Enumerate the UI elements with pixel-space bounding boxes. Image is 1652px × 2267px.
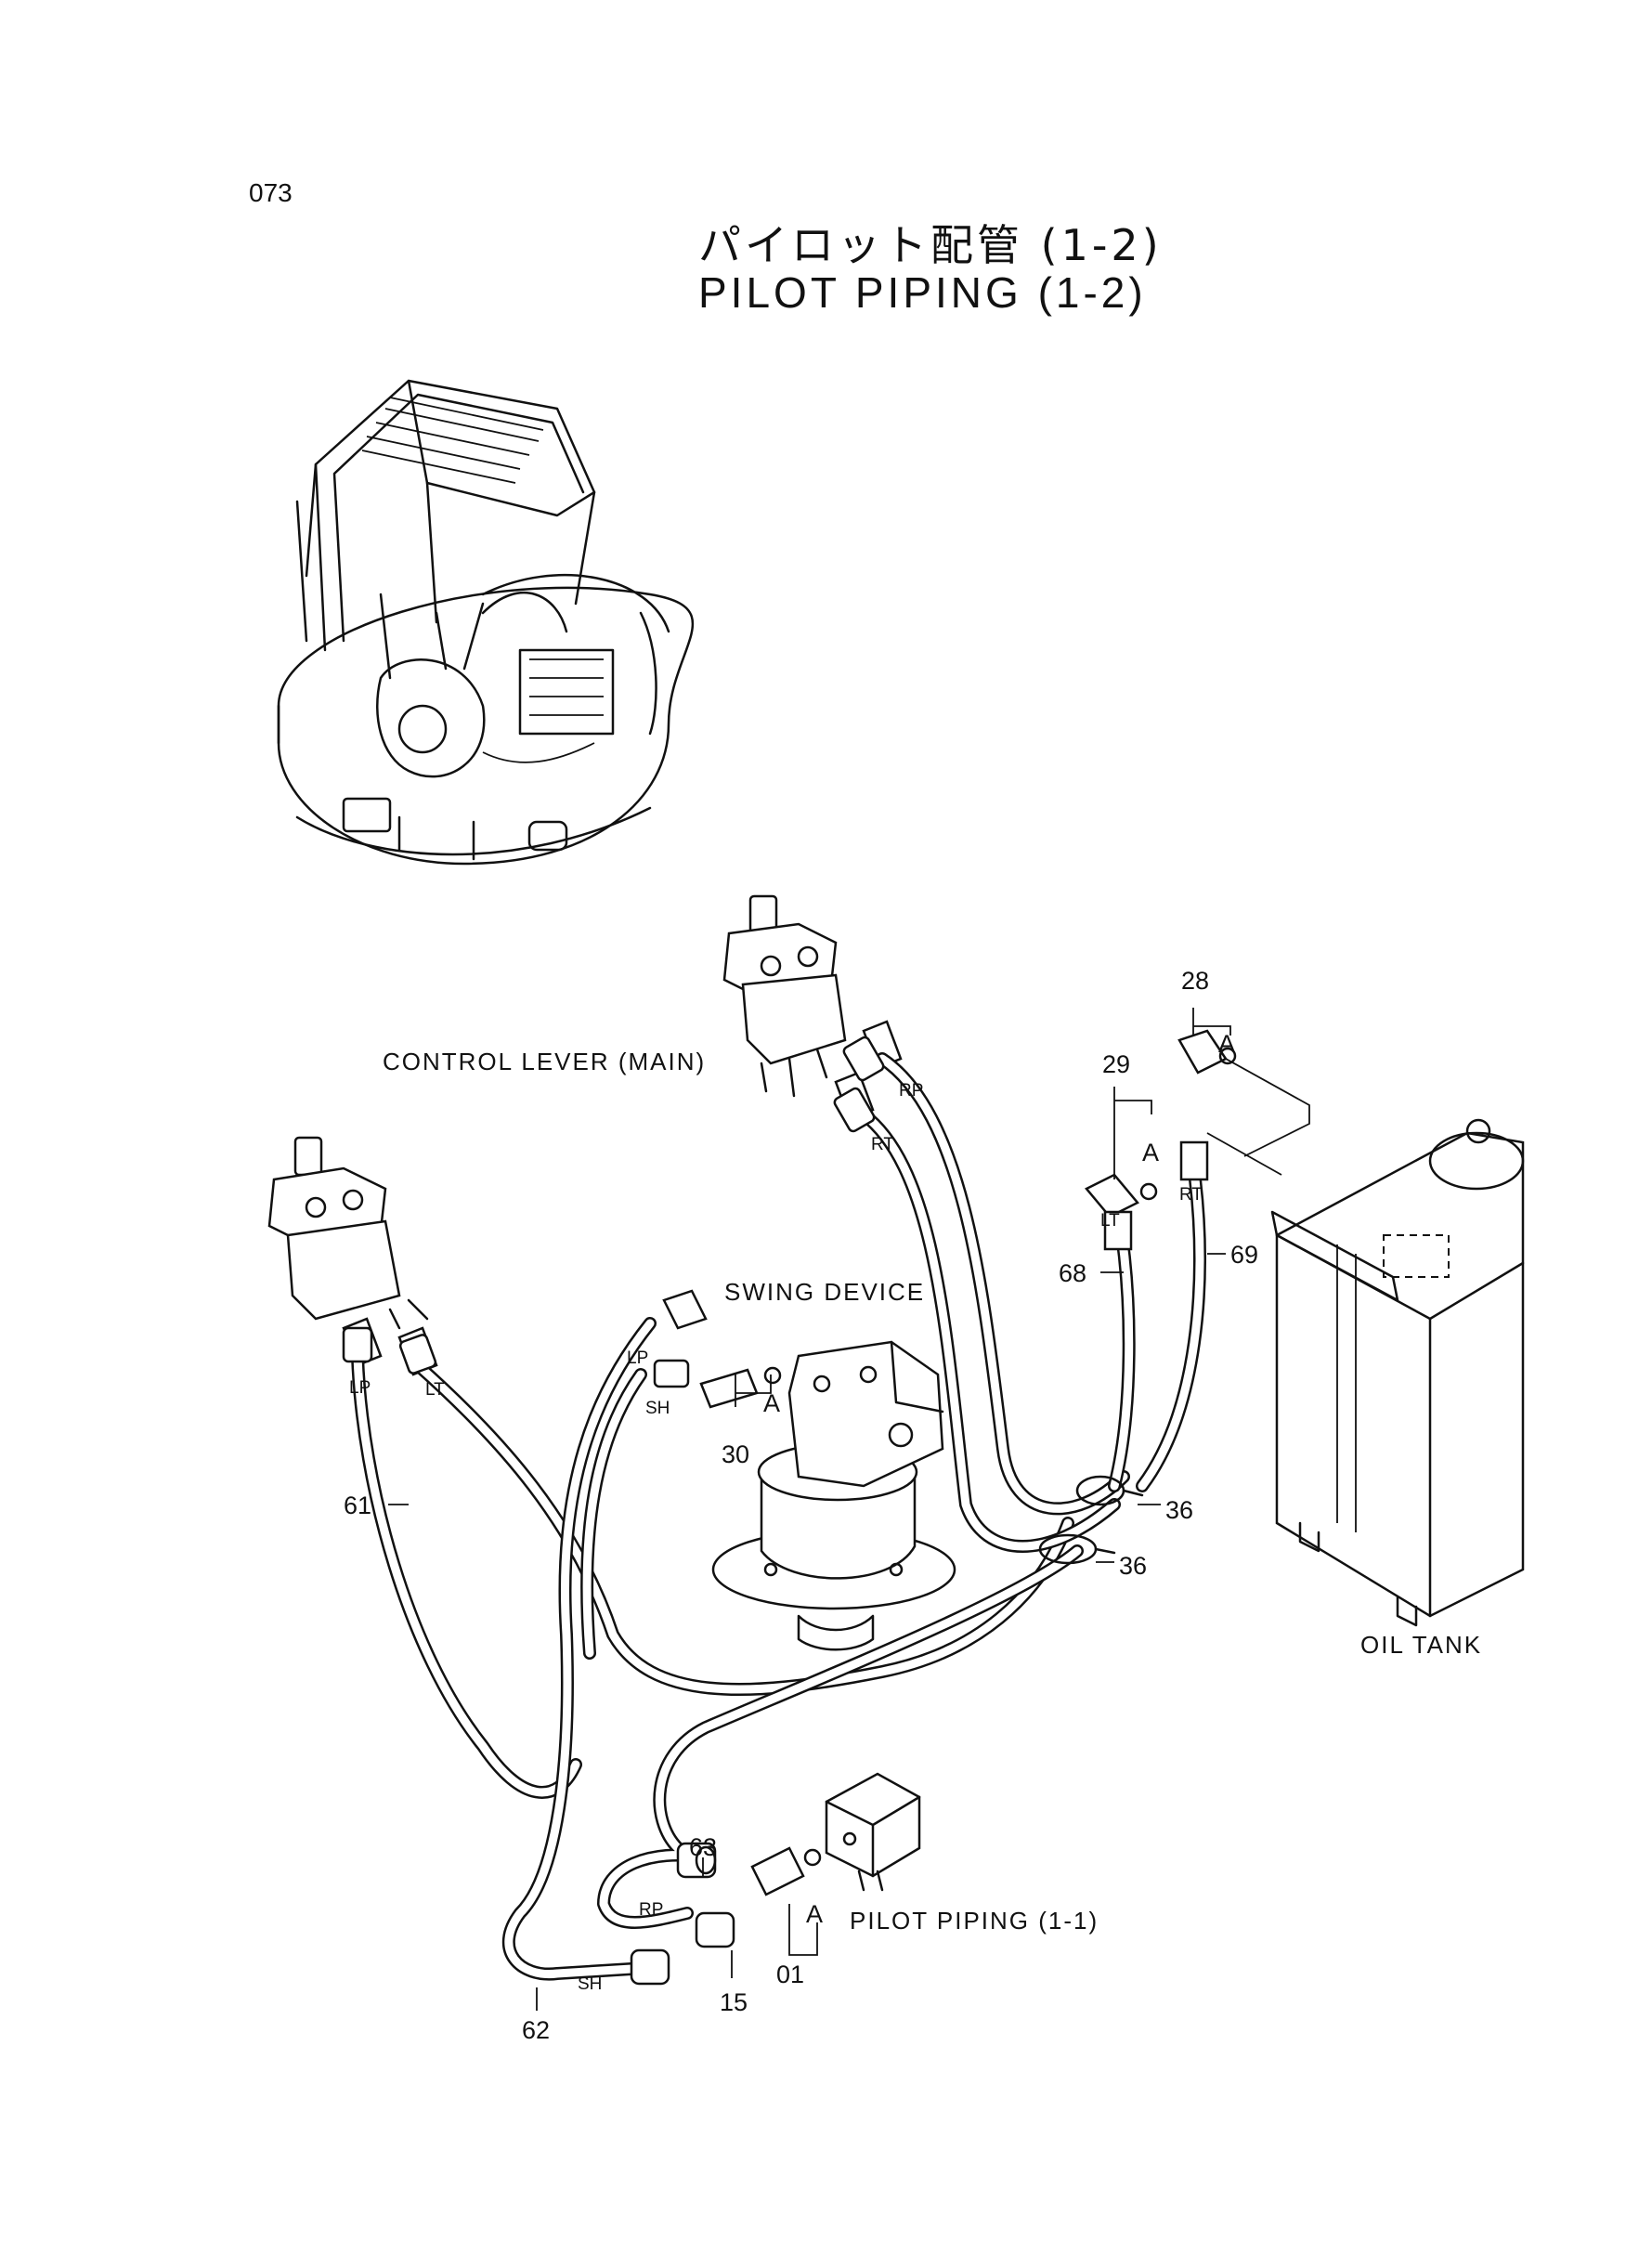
swing-device	[711, 1340, 956, 1651]
part-36-a: 36	[1165, 1496, 1193, 1524]
marker-a-29: A	[1142, 1139, 1159, 1166]
part-63: 63	[689, 1833, 717, 1861]
marker-a-28: A	[1218, 1030, 1235, 1058]
part-69: 69	[1230, 1241, 1258, 1269]
part-36-b: 36	[1119, 1552, 1147, 1580]
part-30: 30	[722, 1440, 749, 1468]
page-number: 073	[249, 178, 293, 207]
part-01: 01	[776, 1961, 804, 1988]
port-rt-top: RT	[871, 1135, 894, 1154]
oil-tank	[1270, 1118, 1525, 1627]
part-29: 29	[1102, 1050, 1130, 1078]
label-pilot-piping-1-1: PILOT PIPING (1-1)	[850, 1907, 1099, 1935]
port-rp-top: RP	[899, 1081, 923, 1101]
part-68: 68	[1059, 1259, 1086, 1287]
control-lever-right	[722, 894, 903, 1121]
excavator-illustration	[277, 379, 695, 866]
port-lt-left: LT	[425, 1380, 445, 1400]
leader-lines	[388, 1008, 1231, 2011]
port-rp-bottom: RP	[639, 1900, 663, 1920]
port-sh-mid: SH	[645, 1399, 670, 1418]
label-control-lever: CONTROL LEVER (MAIN)	[383, 1048, 706, 1075]
fittings	[342, 1029, 1237, 1986]
label-oil-tank: OIL TANK	[1360, 1631, 1482, 1659]
port-lp-left: LP	[349, 1378, 371, 1398]
marker-a-30: A	[763, 1389, 780, 1417]
title-english: PILOT PIPING (1-2)	[698, 268, 1147, 317]
port-rt-tank: RT	[1179, 1185, 1203, 1205]
part-61: 61	[344, 1492, 371, 1519]
label-swing-device: SWING DEVICE	[724, 1278, 925, 1306]
title-japanese: パイロット配管 (1-2)	[698, 220, 1163, 270]
part-28: 28	[1181, 967, 1209, 995]
part-15: 15	[720, 1988, 748, 2016]
leader-a-to-tank	[1206, 1058, 1310, 1176]
labels: CONTROL LEVER (MAIN) SWING DEVICE OIL TA…	[344, 967, 1482, 2044]
port-sh-bottom: SH	[578, 1974, 602, 1994]
port-lp-mid: LP	[627, 1348, 648, 1368]
part-62: 62	[522, 2016, 550, 2044]
marker-a-01: A	[806, 1900, 823, 1928]
port-lt-tank: LT	[1100, 1211, 1120, 1231]
